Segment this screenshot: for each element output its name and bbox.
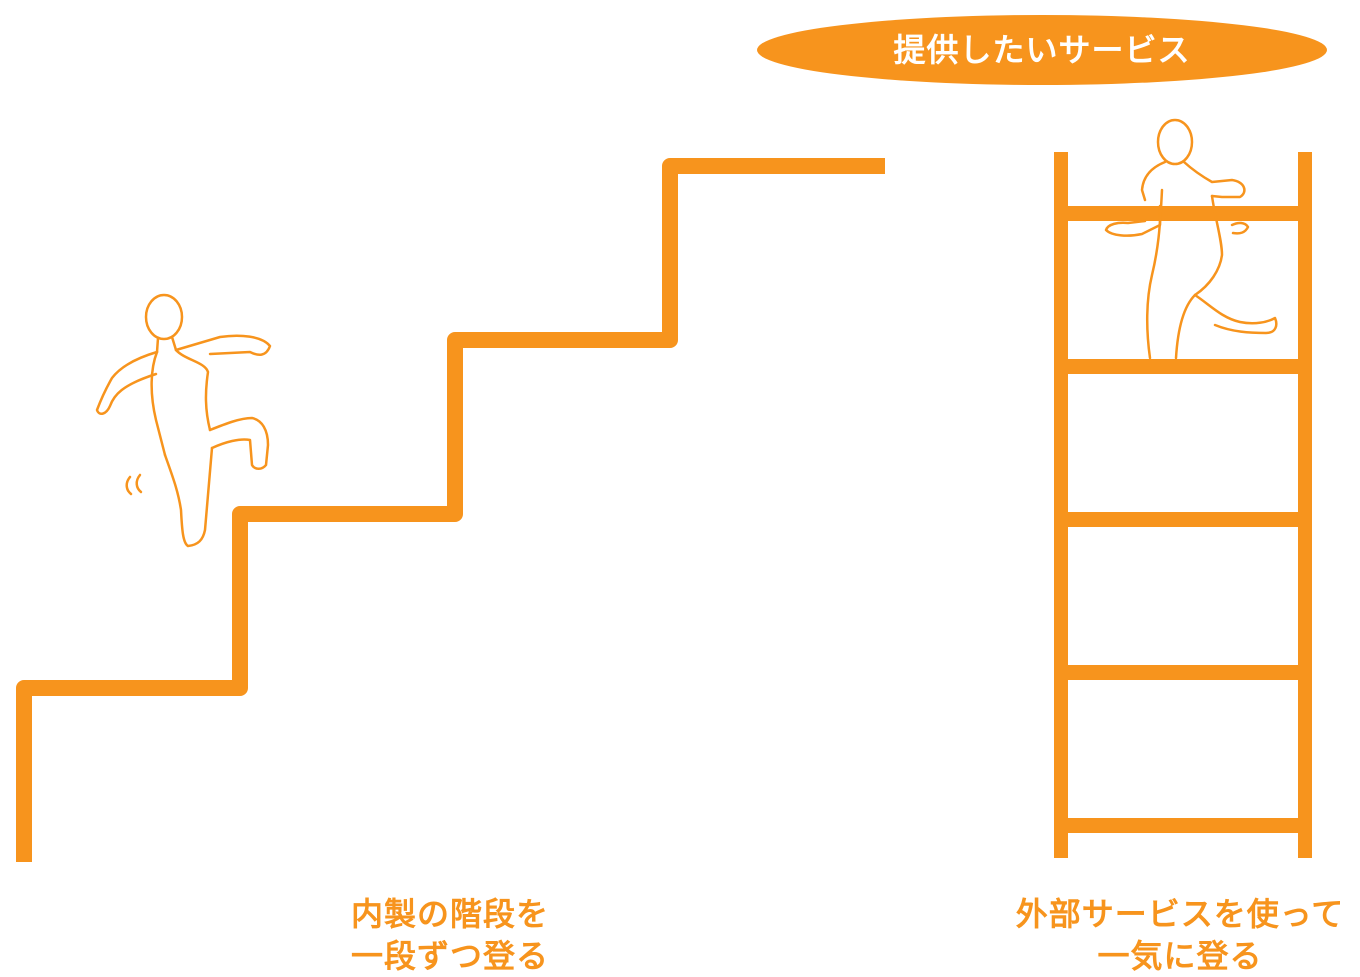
- ladder-caption-line2: 一気に登る: [1097, 937, 1263, 975]
- staircase-caption-line2: 一段ずつ登る: [350, 937, 549, 975]
- ladder-rail-right: [1298, 152, 1312, 858]
- staircase-caption: 内製の階段を 一段ずつ登る: [300, 893, 600, 977]
- ladder-icon: [1054, 152, 1312, 858]
- person-climbing-stairs-icon: [95, 293, 272, 548]
- ladder-rung: [1054, 818, 1312, 833]
- goal-badge-label: 提供したいサービス: [893, 31, 1191, 69]
- ladder-caption-line1: 外部サービスを使って: [1015, 895, 1345, 933]
- ladder-rail-left: [1054, 152, 1068, 858]
- ladder-rung: [1054, 512, 1312, 527]
- staircase-caption-line1: 内製の階段を: [350, 895, 549, 933]
- ladder-rung: [1054, 359, 1312, 374]
- staircase-icon: [16, 158, 885, 862]
- person-climbing-ladder-icon: [1104, 118, 1278, 360]
- ladder-rung: [1054, 665, 1312, 680]
- ladder-caption: 外部サービスを使って 一気に登る: [1000, 893, 1360, 977]
- ladder-rung: [1054, 206, 1312, 221]
- goal-badge: 提供したいサービス: [757, 15, 1327, 85]
